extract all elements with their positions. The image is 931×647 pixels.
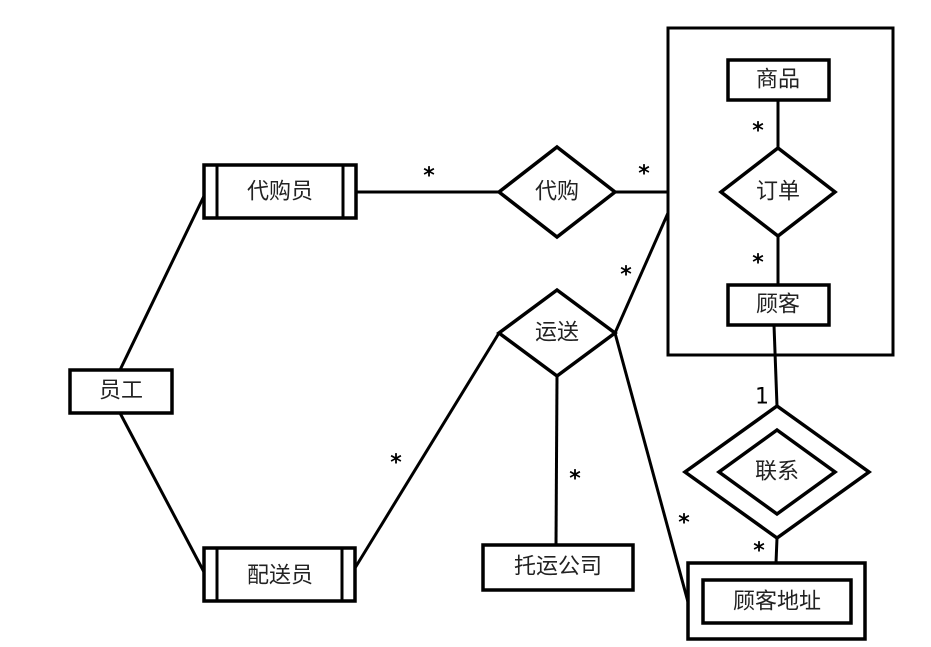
line-contact-address [774, 537, 779, 564]
entity-shipping-company[interactable]: 托运公司 [481, 543, 635, 592]
entity-employee-label: 员工 [99, 379, 143, 404]
line-deliver-aggregation [613, 212, 670, 334]
relationship-contact[interactable]: 联系 [681, 403, 873, 541]
relationship-deliver-label: 运送 [535, 321, 579, 346]
cardinality-customer-contact: 1 [755, 385, 769, 410]
relationship-order[interactable]: 订单 [718, 145, 838, 239]
entity-delivery-staff-label: 配送员 [247, 564, 313, 589]
line-employee-agent [118, 195, 206, 371]
relationship-deliver[interactable]: 运送 [496, 287, 618, 379]
line-customer-contact [772, 324, 779, 407]
relationship-purchase-label: 代购 [535, 180, 579, 205]
entity-customer[interactable]: 顾客 [726, 283, 831, 327]
cardinality-aggregation-deliver: * [620, 263, 632, 288]
relationship-order-label: 订单 [756, 180, 800, 205]
cardinality-address-contact: * [753, 539, 765, 564]
cardinality-aggregation-purchase: * [638, 162, 650, 187]
entity-employee[interactable]: 员工 [68, 368, 174, 415]
cardinality-delivery-deliver: * [390, 451, 402, 476]
entity-customer-label: 顾客 [756, 293, 800, 318]
entity-customer-address[interactable]: 顾客地址 [686, 561, 867, 641]
relationship-purchase[interactable]: 代购 [496, 144, 618, 240]
cardinality-agent-purchase: * [423, 164, 435, 189]
line-delivery-deliver [353, 332, 501, 569]
cardinality-shipping-deliver: * [569, 467, 581, 492]
cardinality-labels: * * * * * * * * 1 * [390, 119, 769, 564]
line-deliver-address [613, 332, 690, 603]
cardinality-address-deliver: * [678, 511, 690, 536]
connectors [118, 100, 780, 603]
entity-customer-address-label: 顾客地址 [733, 590, 821, 615]
entity-purchasing-agent-label: 代购员 [247, 180, 313, 205]
entity-product-label: 商品 [756, 68, 800, 93]
line-deliver-shipping [554, 375, 559, 546]
entity-delivery-staff[interactable]: 配送员 [202, 546, 357, 603]
cardinality-customer-order: * [752, 251, 764, 276]
relationship-contact-label: 联系 [755, 460, 799, 485]
cardinality-product-order: * [752, 119, 764, 144]
aggregation-box [666, 26, 895, 357]
line-employee-delivery [118, 412, 206, 573]
entity-shipping-company-label: 托运公司 [514, 555, 602, 580]
entity-product[interactable]: 商品 [726, 58, 831, 102]
entity-purchasing-agent[interactable]: 代购员 [202, 163, 358, 220]
